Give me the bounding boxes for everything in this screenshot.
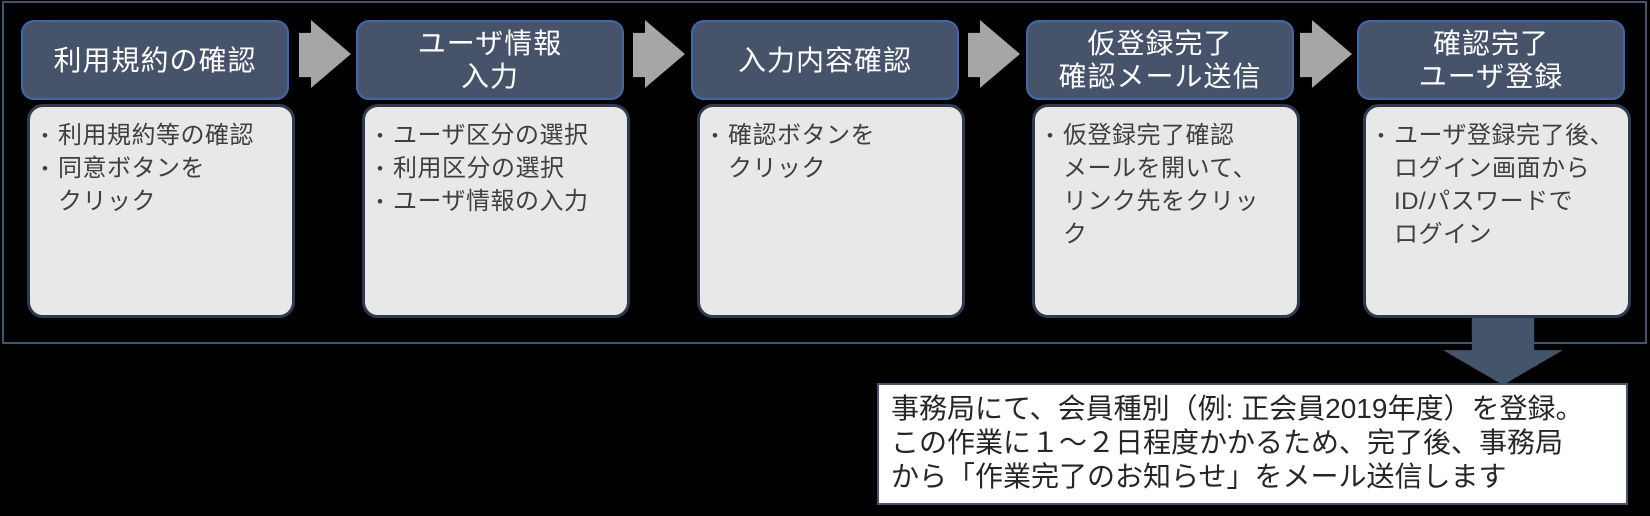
flow-step-body: • 確認ボタンを クリック bbox=[697, 104, 965, 318]
flow-step-bullet: • ユーザ登録完了後、 ログイン画面から ID/パスワードで ログイン bbox=[1378, 119, 1618, 251]
flow-step-bullet: • 仮登録完了確認 メールを開いて、 リンク先をクリッ ク bbox=[1047, 119, 1287, 251]
flow-step-body: • ユーザ登録完了後、 ログイン画面から ID/パスワードで ログイン bbox=[1363, 104, 1631, 318]
bullet-icon: • bbox=[377, 192, 383, 211]
flow-step-title: 利用規約の確認 bbox=[53, 44, 257, 76]
flow-step-body: • ユーザ区分の選択 • 利用区分の選択 • ユーザ情報の入力 bbox=[362, 104, 630, 318]
flow-step-bullet: • ユーザ区分の選択 bbox=[377, 119, 617, 152]
flow-step-bullet: • 同意ボタンを クリック bbox=[42, 152, 282, 218]
bullet-icon: • bbox=[1047, 126, 1053, 145]
note-line: から「作業完了のお知らせ」をメール送信します bbox=[891, 461, 1507, 492]
bullet-text: ユーザ情報の入力 bbox=[393, 188, 589, 215]
flow-step-title: 確認完了 ユーザ登録 bbox=[1418, 28, 1564, 92]
bullet-text: ユーザ区分の選択 bbox=[393, 122, 589, 149]
flow-step: ユーザ情報 入力 • ユーザ区分の選択 • 利用区分の選択 • ユーザ情報の入力 bbox=[356, 20, 631, 318]
flow-step-header: 確認完了 ユーザ登録 bbox=[1357, 20, 1625, 100]
bullet-text: 利用区分の選択 bbox=[393, 155, 565, 182]
flow-step-bullet: • 確認ボタンを クリック bbox=[712, 119, 952, 185]
flow-step: 利用規約の確認 • 利用規約等の確認 • 同意ボタンを クリック bbox=[21, 20, 296, 318]
flow-step-bullet: • 利用規約等の確認 bbox=[42, 119, 282, 152]
bullet-text: 同意ボタンを クリック bbox=[58, 155, 205, 215]
bullet-text: ユーザ登録完了後、 ログイン画面から ID/パスワードで ログイン bbox=[1394, 122, 1615, 248]
flow-step-title: 入力内容確認 bbox=[737, 44, 912, 76]
flow-step-header: 仮登録完了 確認メール送信 bbox=[1026, 20, 1294, 100]
bullet-text: 確認ボタンを クリック bbox=[728, 122, 875, 182]
bullet-icon: • bbox=[377, 126, 383, 145]
flow-step-title: 仮登録完了 確認メール送信 bbox=[1058, 28, 1262, 92]
flow-step: 確認完了 ユーザ登録 • ユーザ登録完了後、 ログイン画面から ID/パスワードで… bbox=[1357, 20, 1632, 318]
bullet-text: 利用規約等の確認 bbox=[58, 122, 254, 149]
note-line: 事務局にて、会員種別（例: 正会員2019年度）を登録。 bbox=[891, 393, 1584, 424]
flow-step-bullet: • ユーザ情報の入力 bbox=[377, 185, 617, 218]
flow-step-header: 利用規約の確認 bbox=[21, 20, 289, 100]
flow-frame bbox=[2, 1, 1647, 344]
flow-step-header: 入力内容確認 bbox=[691, 20, 959, 100]
note-line: この作業に１～２日程度かかるため、完了後、事務局 bbox=[891, 427, 1564, 458]
flow-step-title: ユーザ情報 入力 bbox=[417, 28, 563, 92]
bullet-icon: • bbox=[42, 159, 48, 178]
bullet-icon: • bbox=[377, 159, 383, 178]
bullet-icon: • bbox=[42, 126, 48, 145]
flow-step-header: ユーザ情報 入力 bbox=[356, 20, 624, 100]
flow-step: 入力内容確認 • 確認ボタンを クリック bbox=[691, 20, 966, 318]
note-box: 事務局にて、会員種別（例: 正会員2019年度）を登録。 この作業に１～２日程度… bbox=[877, 383, 1628, 505]
flow-step-body: • 利用規約等の確認 • 同意ボタンを クリック bbox=[27, 104, 295, 318]
flow-step: 仮登録完了 確認メール送信 • 仮登録完了確認 メールを開いて、 リンク先をクリッ… bbox=[1026, 20, 1301, 318]
bullet-text: 仮登録完了確認 メールを開いて、 リンク先をクリッ ク bbox=[1063, 122, 1259, 248]
bullet-icon: • bbox=[1378, 126, 1384, 145]
bullet-icon: • bbox=[712, 126, 718, 145]
flow-step-bullet: • 利用区分の選択 bbox=[377, 152, 617, 185]
flow-step-body: • 仮登録完了確認 メールを開いて、 リンク先をクリッ ク bbox=[1032, 104, 1300, 318]
